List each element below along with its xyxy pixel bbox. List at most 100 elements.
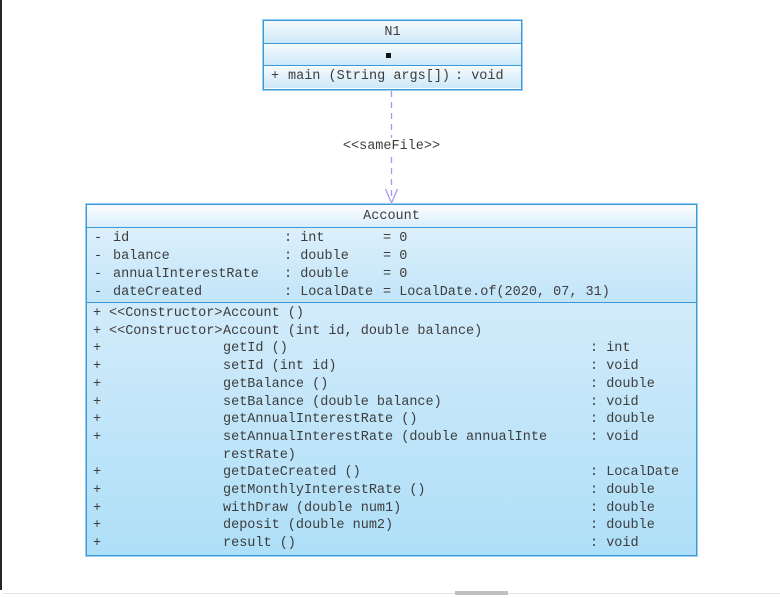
- method-signature: getDateCreated (): [223, 465, 361, 481]
- method-row: + deposit (double num2) : double: [87, 517, 696, 535]
- n1-attributes-compartment: [264, 44, 521, 66]
- method-stereotype: [109, 411, 223, 429]
- method-return-type: : double: [590, 500, 655, 516]
- method-visibility: +: [93, 394, 102, 410]
- method-row: + result () : void: [87, 535, 696, 553]
- method-visibility: +: [93, 518, 102, 534]
- method-visibility: +: [93, 341, 102, 357]
- field-type: : LocalDate: [284, 285, 374, 300]
- account-methods-compartment: + <<Constructor>> Account () + <<Constru…: [87, 303, 696, 555]
- method-stereotype: [109, 500, 223, 518]
- method-visibility: +: [93, 323, 102, 339]
- method-visibility: +: [271, 69, 280, 84]
- field-row: - id : int = 0: [87, 230, 696, 248]
- method-stereotype: [109, 394, 223, 412]
- method-stereotype: [109, 358, 223, 376]
- method-visibility: +: [93, 359, 102, 375]
- method-signature: getBalance (): [223, 376, 329, 392]
- method-stereotype: [109, 340, 223, 358]
- method-row: + getDateCreated () : LocalDate: [87, 464, 696, 482]
- field-visibility: -: [94, 285, 103, 300]
- method-row: + setBalance (double balance) : void: [87, 394, 696, 412]
- method-visibility: +: [93, 429, 102, 445]
- method-return-type: : double: [590, 518, 655, 534]
- field-visibility: -: [94, 267, 103, 282]
- class-name: N1: [384, 25, 401, 40]
- field-default-value: = 0: [383, 267, 408, 282]
- horizontal-scrollbar-thumb[interactable]: [455, 591, 508, 595]
- method-return-type: : void: [590, 536, 639, 552]
- method-return-type: : void: [590, 359, 639, 375]
- window-left-edge: [0, 0, 2, 590]
- method-signature: getAnnualInterestRate (): [223, 412, 418, 428]
- field-type: : double: [284, 249, 349, 264]
- method-stereotype: <<Constructor>>: [109, 323, 223, 339]
- method-visibility: +: [93, 412, 102, 428]
- method-return-type: : double: [590, 376, 655, 392]
- account-fields-compartment: - id : int = 0 - balance : double = 0 - …: [87, 228, 696, 303]
- method-return-type: : double: [590, 412, 655, 428]
- method-signature: withDraw (double num1): [223, 500, 402, 516]
- selection-handle-icon[interactable]: [386, 53, 391, 58]
- method-return-type: [590, 323, 696, 341]
- method-row: + <<Constructor>> Account (int id, doubl…: [87, 323, 696, 341]
- method-row: + getBalance () : double: [87, 376, 696, 394]
- field-name: balance: [113, 249, 170, 264]
- method-return-type: : void: [590, 429, 639, 445]
- method-stereotype: [109, 429, 223, 464]
- method-signature: setId (int id): [223, 359, 337, 375]
- method-signature: getId (): [223, 341, 288, 357]
- method-row: + getId () : int: [87, 340, 696, 358]
- method-signature: main (String args[]): [288, 69, 451, 84]
- method-row: + setId (int id) : void: [87, 358, 696, 376]
- method-return-type: : LocalDate: [590, 465, 680, 481]
- method-signature: deposit (double num2): [223, 518, 394, 534]
- field-default-value: = LocalDate.of(2020, 07, 31): [383, 285, 610, 300]
- field-type: : double: [284, 267, 349, 282]
- method-visibility: +: [93, 536, 102, 552]
- field-row: - dateCreated : LocalDate = LocalDate.of…: [87, 284, 696, 302]
- class-title-account: Account: [87, 205, 696, 228]
- field-type: : int: [284, 231, 325, 246]
- method-stereotype: [109, 464, 223, 482]
- field-name: annualInterestRate: [113, 267, 259, 282]
- field-row: - annualInterestRate : double = 0: [87, 266, 696, 284]
- method-row: + setAnnualInterestRate (double annualIn…: [87, 429, 696, 464]
- method-stereotype: [109, 535, 223, 553]
- method-return-type: : int: [590, 341, 631, 357]
- method-signature: getMonthlyInterestRate (): [223, 483, 426, 499]
- method-stereotype: [109, 376, 223, 394]
- method-return-type: [590, 305, 696, 323]
- method-row: + withDraw (double num1) : double: [87, 500, 696, 518]
- horizontal-scrollbar-track[interactable]: [3, 593, 780, 594]
- method-visibility: +: [93, 306, 102, 321]
- field-default-value: = 0: [383, 231, 408, 246]
- class-box-n1[interactable]: N1 + main (String args[]) : void: [262, 19, 523, 91]
- method-visibility: +: [93, 465, 102, 481]
- method-visibility: +: [93, 376, 102, 392]
- method-row: + getAnnualInterestRate () : double: [87, 411, 696, 429]
- edge-stereotype-label[interactable]: <<sameFile>>: [340, 138, 443, 156]
- field-visibility: -: [94, 249, 103, 264]
- field-default-value: = 0: [383, 249, 408, 264]
- method-signature: setAnnualInterestRate (double annualInte…: [223, 429, 548, 463]
- field-name: dateCreated: [113, 285, 203, 300]
- class-name: Account: [363, 209, 420, 224]
- method-row: + <<Constructor>> Account (): [87, 305, 696, 323]
- n1-methods-compartment: + main (String args[]) : void: [264, 66, 521, 88]
- method-return-type: : double: [590, 483, 655, 499]
- method-signature: result (): [223, 536, 296, 552]
- method-stereotype: [109, 517, 223, 535]
- method-return-type: : void: [590, 394, 639, 410]
- method-visibility: +: [93, 483, 102, 499]
- method-return-type: : void: [455, 69, 504, 84]
- class-box-account[interactable]: Account - id : int = 0 - balance : doubl…: [85, 203, 698, 557]
- method-signature: setBalance (double balance): [223, 394, 442, 410]
- field-row: - balance : double = 0: [87, 248, 696, 266]
- method-signature: Account (): [223, 306, 305, 321]
- field-name: id: [113, 231, 130, 246]
- method-row: + getMonthlyInterestRate () : double: [87, 482, 696, 500]
- method-signature: Account (int id, double balance): [223, 323, 483, 339]
- method-row: + main (String args[]) : void: [264, 66, 521, 87]
